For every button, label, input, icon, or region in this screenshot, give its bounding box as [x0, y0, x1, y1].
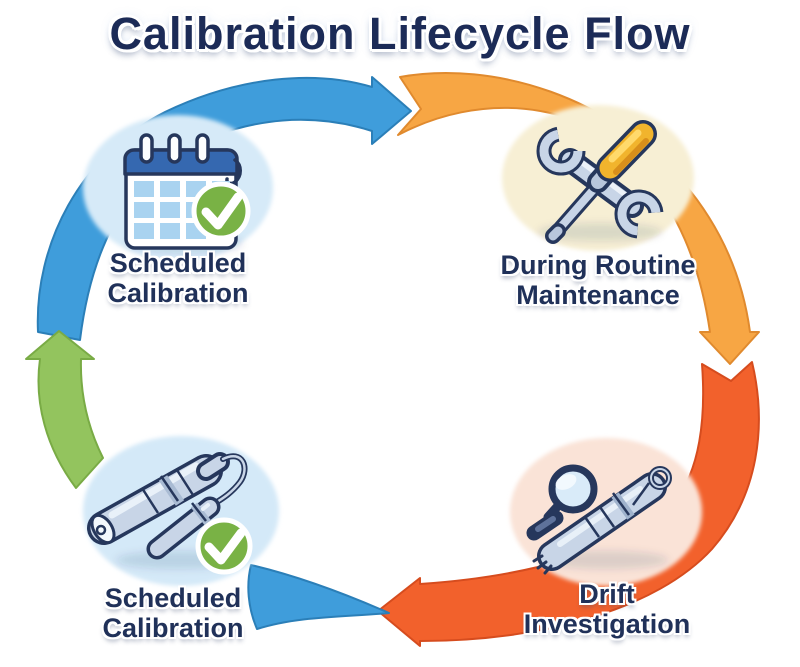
label-line: During Routine [500, 250, 696, 280]
pill-icon [526, 510, 564, 541]
label-scheduled-calibration-bottom: Scheduled Calibration [53, 583, 293, 643]
label-line: Scheduled [104, 583, 242, 613]
label-line: Calibration [102, 613, 244, 643]
sensor-magnifier-icon [526, 464, 672, 575]
label-line: Maintenance [516, 280, 680, 310]
label-line: Calibration [107, 278, 249, 308]
arrow-bottom-blue-band [247, 564, 390, 630]
sensors-check-icon [87, 452, 253, 575]
label-scheduled-calibration-top: Scheduled Calibration [58, 248, 298, 308]
wrench-screwdriver-icon [536, 120, 664, 244]
arrow-left-green [25, 330, 104, 489]
check-badge-icon [191, 181, 251, 241]
page-title: Calibration Lifecycle Flow [109, 8, 691, 59]
label-line: Drift [579, 579, 635, 609]
calendar-check-icon [123, 133, 251, 253]
label-line: Scheduled [109, 248, 247, 278]
label-line: Investigation [523, 609, 691, 639]
label-during-routine-maintenance: During Routine Maintenance [478, 250, 718, 310]
check-badge-icon [195, 517, 253, 575]
label-drift-investigation: Drift Investigation [487, 579, 727, 639]
